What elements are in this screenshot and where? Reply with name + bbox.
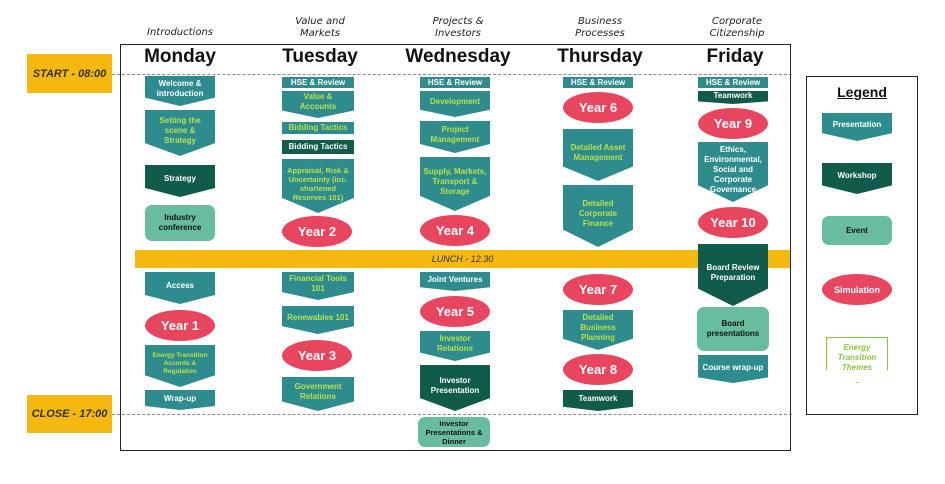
legend-event: Event bbox=[822, 216, 892, 245]
start-line bbox=[112, 74, 792, 75]
tuesday-year-2: Year 2 bbox=[282, 216, 352, 247]
day-subtitle-friday: Corporate Citizenship bbox=[709, 16, 765, 39]
friday-hse-review: HSE & Review bbox=[698, 77, 768, 88]
close-line bbox=[112, 414, 792, 415]
day-subtitle-monday: Introductions bbox=[147, 27, 213, 38]
wednesday-hse-review: HSE & Review bbox=[420, 77, 490, 88]
friday-year-9: Year 9 bbox=[698, 108, 768, 139]
tuesday-year-3: Year 3 bbox=[282, 340, 352, 371]
monday-year-1: Year 1 bbox=[145, 310, 215, 341]
wednesday-year-4: Year 4 bbox=[420, 215, 490, 246]
legend-panel bbox=[806, 76, 918, 415]
day-subtitle-wednesday: Projects & Investors bbox=[432, 16, 484, 39]
friday-teamwork: Teamwork bbox=[698, 91, 768, 104]
day-name-monday: Monday bbox=[144, 46, 216, 67]
day-subtitle-tuesday: Value and Markets bbox=[295, 16, 345, 39]
legend-title: Legend bbox=[837, 84, 887, 100]
day-subtitle-thursday: Business Processes bbox=[575, 16, 625, 39]
start-time-badge: START - 08:00 bbox=[27, 54, 112, 93]
friday-course-wrap-up: Course wrap-up bbox=[698, 355, 768, 383]
friday-board-presentations: Board presentations bbox=[697, 307, 769, 351]
monday-industry-conference: Industry conference bbox=[145, 205, 215, 241]
thursday-year-8: Year 8 bbox=[563, 354, 633, 385]
day-name-friday: Friday bbox=[706, 46, 764, 67]
thursday-teamwork: Teamwork bbox=[563, 390, 633, 411]
tuesday-bidding-tactics-theme: Bidding Tactics bbox=[282, 122, 354, 134]
close-time-badge: CLOSE - 17:00 bbox=[27, 395, 112, 433]
monday-wrap-up: Wrap-up bbox=[145, 390, 215, 410]
day-name-wednesday: Wednesday bbox=[405, 46, 511, 67]
tuesday-hse-review: HSE & Review bbox=[282, 77, 354, 88]
schedule-frame bbox=[120, 44, 791, 451]
wednesday-investor-dinner: Investor Presentations & Dinner bbox=[418, 417, 490, 447]
friday-year-10: Year 10 bbox=[698, 207, 768, 238]
thursday-year-7: Year 7 bbox=[563, 274, 633, 305]
day-name-thursday: Thursday bbox=[557, 46, 643, 67]
lunch-band: LUNCH - 12.30 bbox=[135, 250, 790, 268]
thursday-year-6: Year 6 bbox=[563, 92, 633, 123]
legend-simulation: Simulation bbox=[822, 274, 892, 305]
thursday-hse-review: HSE & Review bbox=[563, 77, 633, 88]
tuesday-bidding-tactics-workshop: Bidding Tactics bbox=[282, 140, 354, 154]
wednesday-joint-ventures: Joint Ventures bbox=[420, 272, 490, 291]
wednesday-year-5: Year 5 bbox=[420, 296, 490, 327]
day-name-tuesday: Tuesday bbox=[282, 46, 358, 67]
